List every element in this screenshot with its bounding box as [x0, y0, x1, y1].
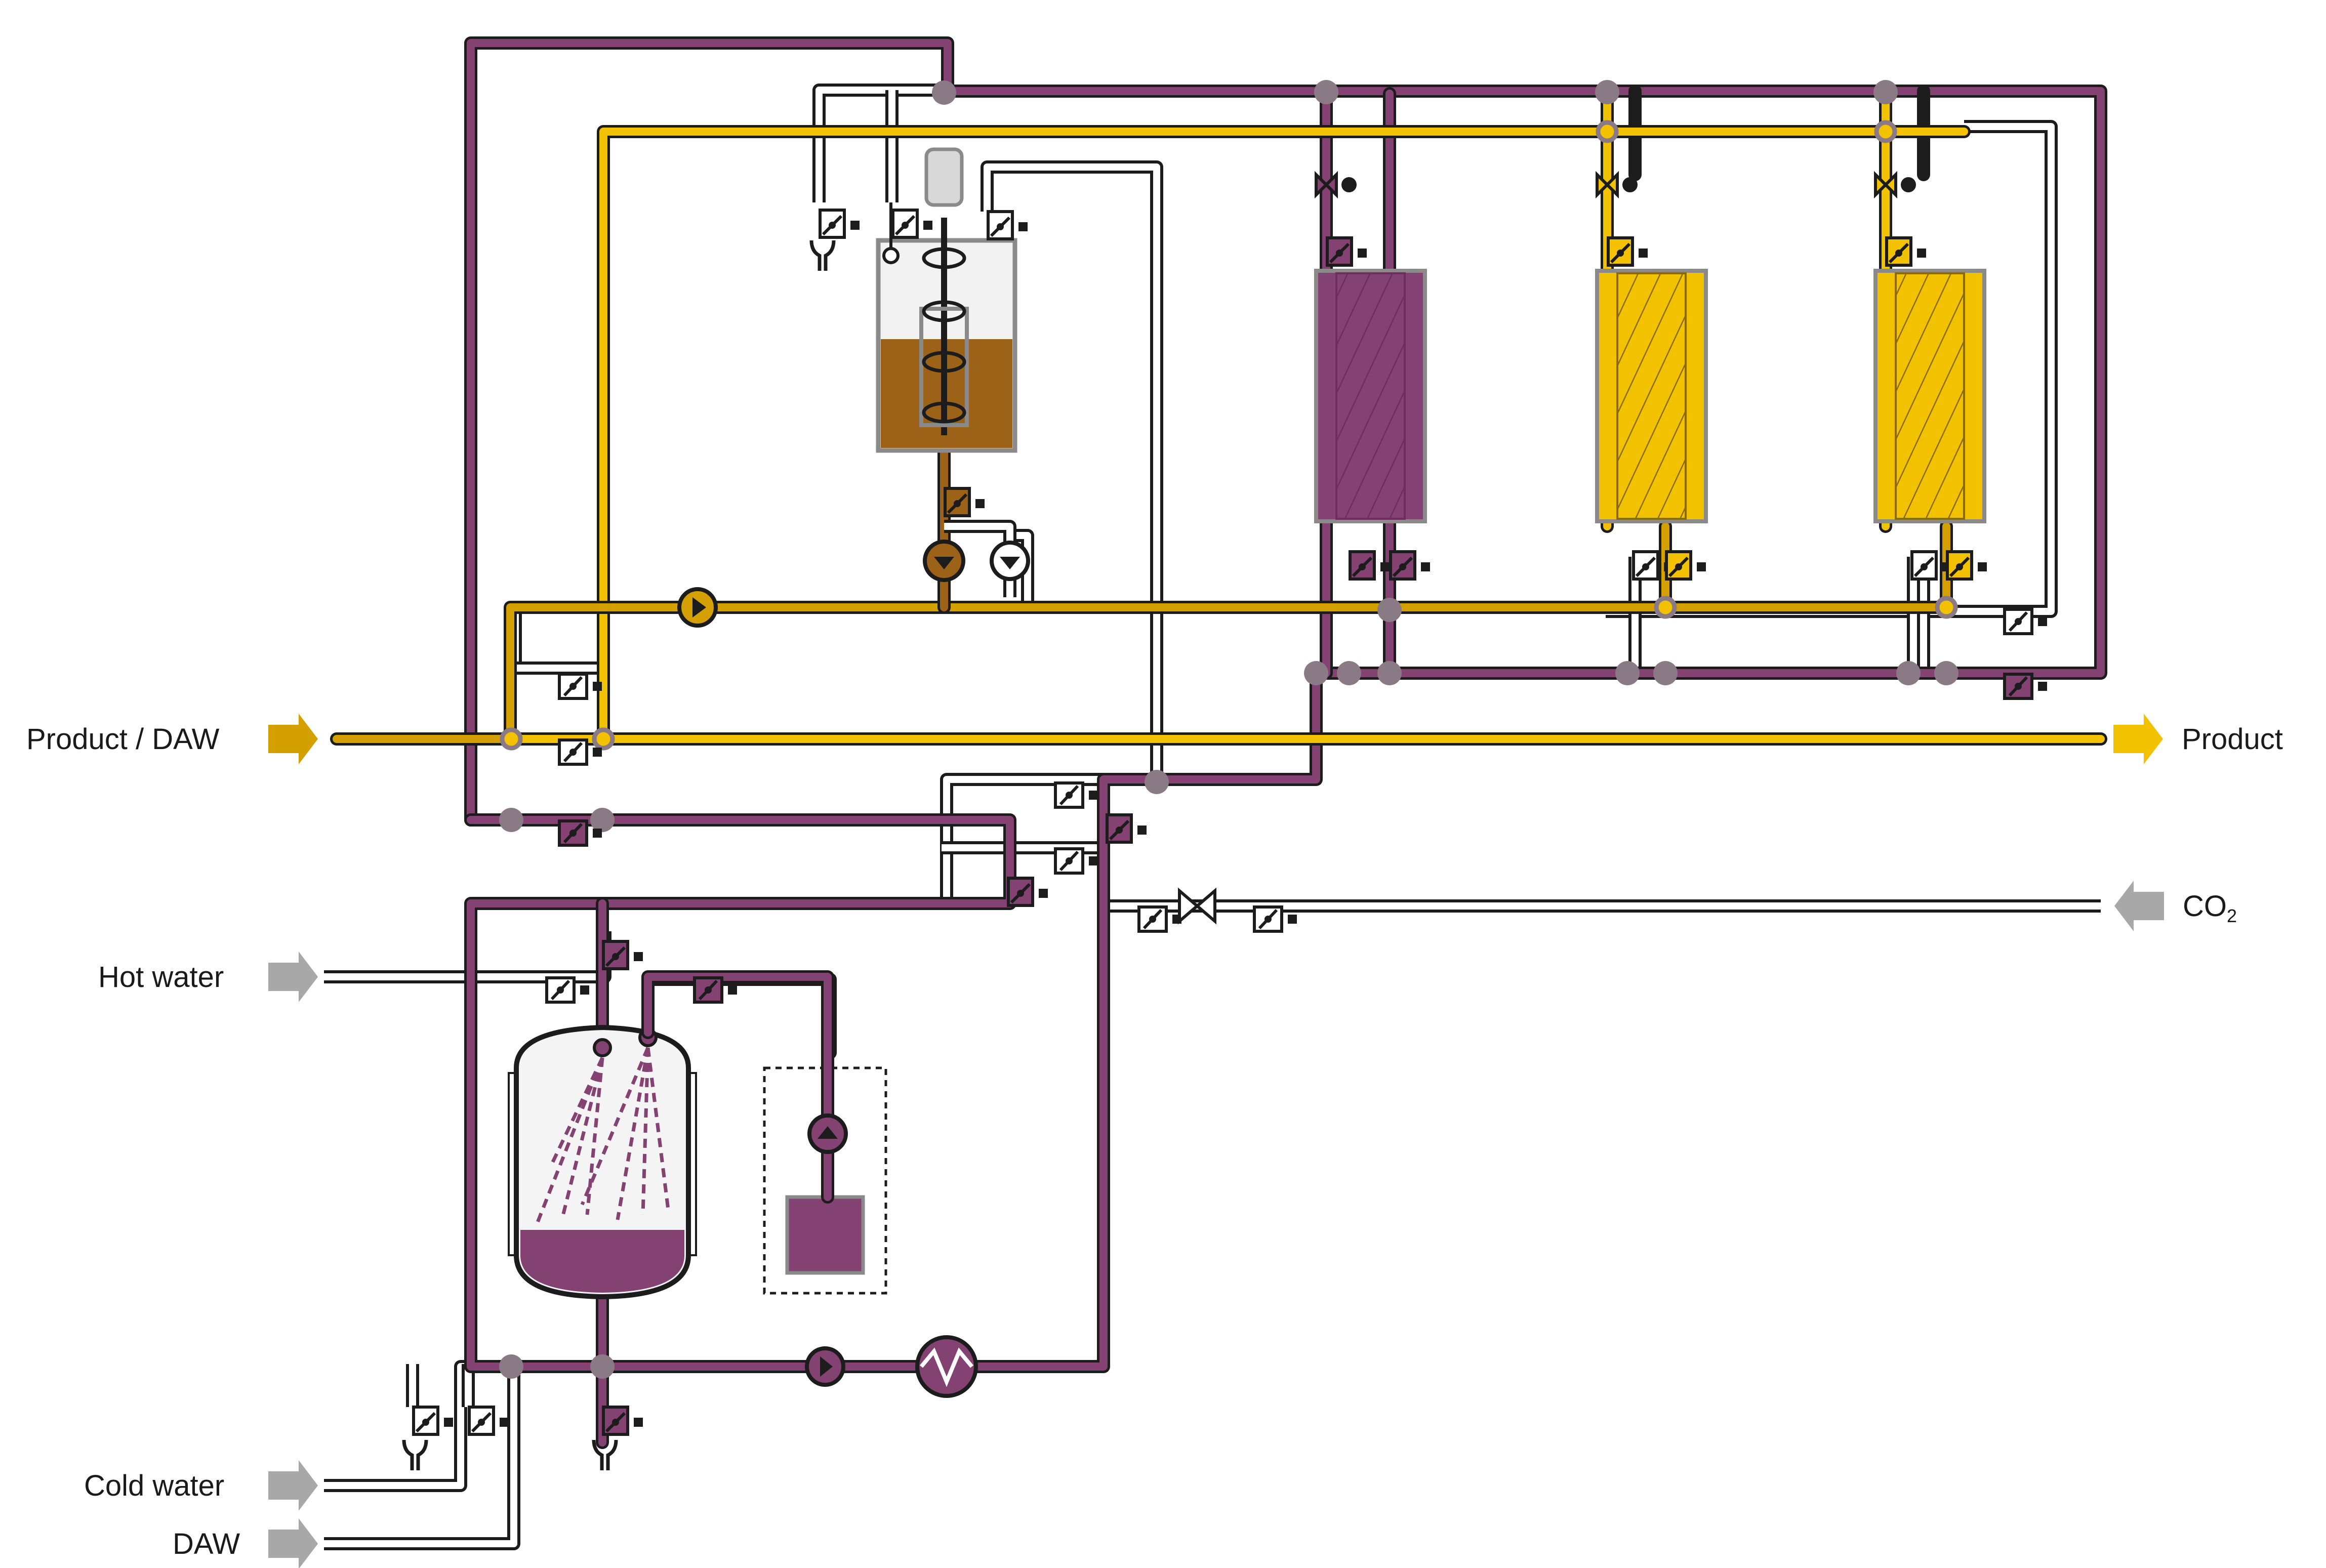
dosing-unit: [641, 970, 887, 1295]
agitator-motor-icon: [924, 147, 964, 207]
pump-icon: [677, 587, 718, 628]
drain-icon: [811, 240, 834, 271]
filter-column-2: [1595, 269, 1708, 523]
label-product-daw: Product / DAW: [26, 723, 220, 756]
filter-column-3: [1873, 269, 1986, 523]
label-cold-water: Cold water: [84, 1469, 224, 1502]
valve-icon: [1315, 171, 1916, 199]
spray-nozzle-icon: [593, 1038, 612, 1057]
hollow-junctions: [500, 120, 1958, 751]
water-gas-lines: [324, 46, 2101, 1550]
junction-dots: [499, 80, 1958, 1379]
heat-exchanger-icon: [915, 1335, 978, 1398]
label-daw: DAW: [173, 1528, 240, 1560]
label-product: Product: [2182, 723, 2283, 756]
valve-icon: [1178, 887, 1216, 925]
filter-column-1: [1314, 269, 1427, 523]
pump-icon: [805, 1346, 845, 1387]
arrow-right-icon: [268, 714, 2164, 1568]
pump-icon: [944, 520, 1030, 597]
fermenter-tank: [876, 147, 1017, 453]
product-lines: [330, 85, 2107, 746]
pump-icon: [807, 1113, 848, 1154]
label-hot-water: Hot water: [98, 961, 224, 994]
cip-tank: [508, 1024, 697, 1300]
pump-icon: [923, 540, 965, 582]
label-co2: CO2: [2183, 890, 2237, 926]
